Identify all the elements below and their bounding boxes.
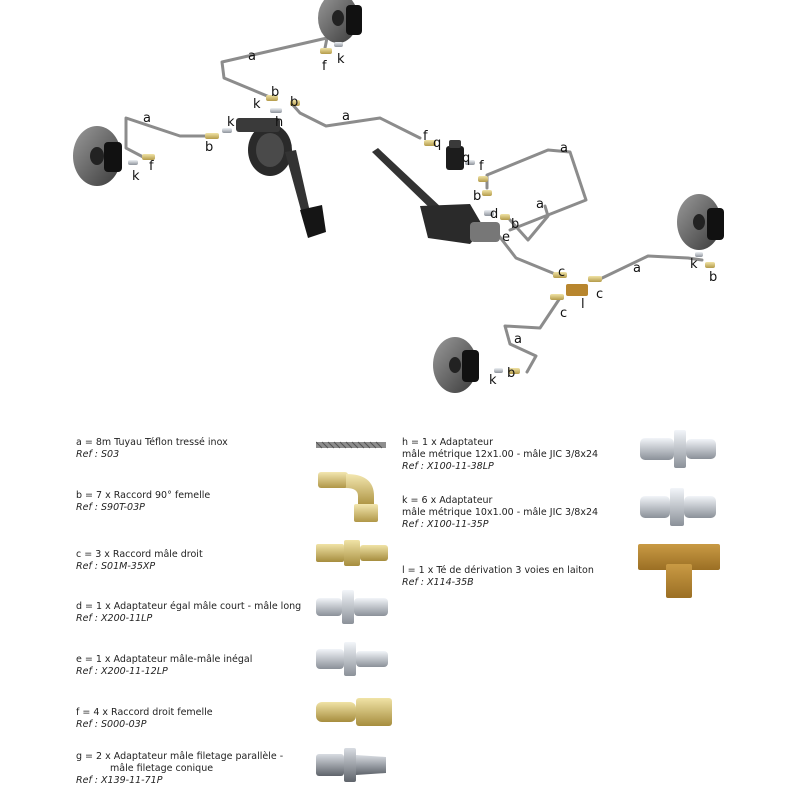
label-f: f	[322, 59, 327, 74]
legend-description-cont: mâle filetage conique	[110, 763, 214, 774]
90-degree-fitting-image	[318, 472, 378, 522]
brake-booster-pedal	[236, 118, 326, 238]
handbrake-assembly	[372, 148, 500, 244]
thread-adapter-image	[316, 748, 386, 782]
legend-description: f = 4 x Raccord droit femelle	[76, 707, 213, 718]
legend-description-cont: mâle métrique 12x1.00 - mâle JIC 3/8x24	[402, 449, 599, 460]
legend-description: h = 1 x Adaptateur	[402, 437, 493, 448]
adapter-h-image	[640, 430, 716, 468]
legend-ref: Ref : X200-11-12LP	[76, 666, 168, 677]
fittings	[128, 42, 715, 374]
equal-adapter-image	[316, 590, 388, 624]
label-k: k	[132, 169, 140, 184]
label-h: h	[275, 115, 283, 130]
legend-item-a: a = 8m Tuyau Téflon tressé inox Ref : S0…	[76, 437, 228, 461]
legend-description: a = 8m Tuyau Téflon tressé inox	[76, 437, 228, 448]
label-l: l	[581, 297, 585, 312]
label-k: k	[489, 373, 497, 388]
label-c: c	[596, 287, 603, 302]
brass-tee-image	[638, 544, 720, 598]
legend-item-b: b = 7 x Raccord 90° femelle Ref : S90T-0…	[76, 490, 210, 514]
legend-item-e: e = 1 x Adaptateur mâle-mâle inégal Ref …	[76, 654, 252, 678]
label-k: k	[227, 115, 235, 130]
label-f: f	[149, 159, 154, 174]
label-a: a	[514, 332, 522, 347]
label-a: a	[633, 261, 641, 276]
legend-description-cont: mâle métrique 10x1.00 - mâle JIC 3/8x24	[402, 507, 599, 518]
legend-description: d = 1 x Adaptateur égal mâle court - mâl…	[76, 601, 302, 612]
label-e: e	[502, 230, 510, 245]
label-a: a	[143, 111, 151, 126]
label-c: c	[560, 306, 567, 321]
legend-item-k: k = 6 x Adaptateur mâle métrique 10x1.00…	[402, 495, 598, 531]
brake-disc-top	[318, 0, 362, 43]
hose-lines	[124, 36, 704, 374]
legend-description: e = 1 x Adaptateur mâle-mâle inégal	[76, 654, 253, 665]
label-b: b	[290, 95, 298, 110]
label-f: f	[479, 159, 484, 174]
legend-ref: Ref : X100-11-38LP	[402, 461, 494, 472]
brake-line-diagram: a f k b k b h a a b k f k f q q f a b d …	[73, 0, 724, 393]
label-d: d	[490, 207, 498, 222]
diagram-letter-labels: a f k b k b h a a b k f k f q q f a b d …	[132, 49, 717, 388]
label-b: b	[473, 189, 481, 204]
label-a: a	[248, 49, 256, 64]
legend-ref: Ref : X114-35B	[402, 577, 474, 588]
label-q: q	[462, 151, 470, 166]
label-a: a	[560, 141, 568, 156]
legend-ref: Ref : S000-03P	[76, 719, 147, 730]
label-b: b	[271, 85, 279, 100]
legend-ref: Ref : X139-11-71P	[76, 775, 163, 786]
label-b: b	[507, 366, 515, 381]
legend-item-l: l = 1 x Té de dérivation 3 voies en lait…	[402, 565, 594, 589]
adapter-k-image	[640, 488, 716, 526]
legend-ref: Ref : S01M-35XP	[76, 561, 156, 572]
legend-ref: Ref : X200-11LP	[76, 613, 153, 624]
legend-description: c = 3 x Raccord mâle droit	[76, 549, 203, 560]
legend-ref: Ref : X100-11-35P	[402, 519, 489, 530]
legend-item-c: c = 3 x Raccord mâle droit Ref : S01M-35…	[76, 549, 203, 573]
legend-description: b = 7 x Raccord 90° femelle	[76, 490, 211, 501]
unequal-adapter-image	[316, 642, 388, 676]
legend-ref: Ref : S90T-03P	[76, 502, 145, 513]
label-b: b	[709, 270, 717, 285]
braided-hose-image	[316, 441, 386, 449]
label-k: k	[690, 257, 698, 272]
straight-male-fitting-image	[316, 540, 388, 566]
legend-ref: Ref : S03	[76, 449, 120, 460]
legend-item-h: h = 1 x Adaptateur mâle métrique 12x1.00…	[402, 437, 598, 473]
brake-disc-right	[677, 194, 724, 250]
label-b: b	[205, 140, 213, 155]
legend-item-g: g = 2 x Adaptateur mâle filetage parallè…	[76, 751, 283, 787]
label-k: k	[337, 52, 345, 67]
label-a: a	[536, 197, 544, 212]
fluid-reservoir	[446, 140, 464, 170]
label-q: q	[433, 136, 441, 151]
label-a: a	[342, 109, 350, 124]
label-k: k	[253, 97, 261, 112]
straight-female-fitting-image	[316, 698, 392, 726]
legend-description: g = 2 x Adaptateur mâle filetage parallè…	[76, 751, 284, 762]
brake-disc-bottom	[433, 337, 479, 393]
legend-description: k = 6 x Adaptateur	[402, 495, 493, 506]
label-f: f	[423, 129, 428, 144]
label-c: c	[558, 265, 565, 280]
brake-disc-left	[73, 126, 122, 186]
legend-item-f: f = 4 x Raccord droit femelle Ref : S000…	[76, 707, 213, 731]
legend-item-d: d = 1 x Adaptateur égal mâle court - mâl…	[76, 601, 301, 625]
legend-description: l = 1 x Té de dérivation 3 voies en lait…	[402, 565, 594, 576]
label-b: b	[511, 217, 519, 232]
